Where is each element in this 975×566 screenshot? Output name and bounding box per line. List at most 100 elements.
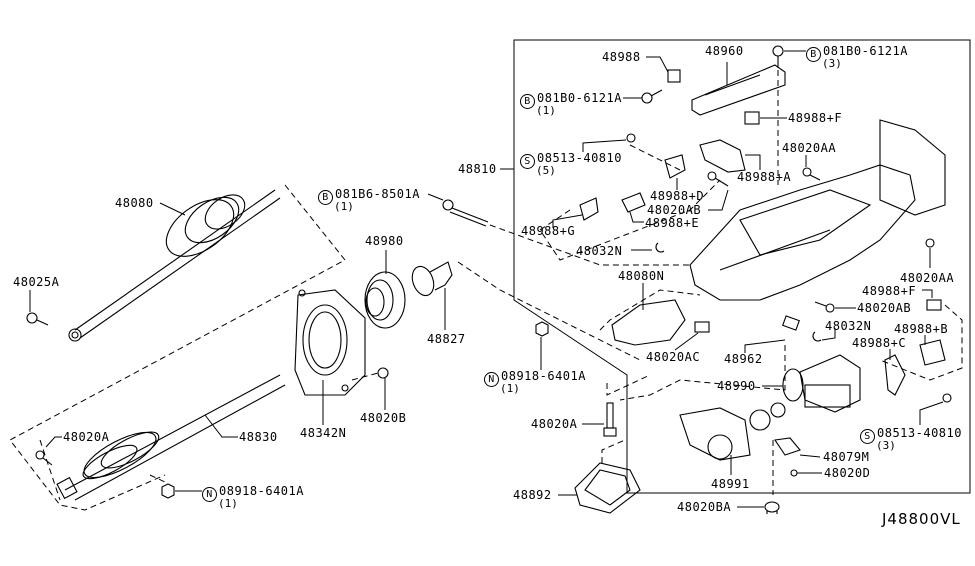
bolt-081B0-left	[641, 89, 663, 104]
bolt-081B6	[442, 199, 489, 227]
part-number: 081B0-6121A	[823, 44, 908, 58]
boot-48980	[364, 271, 406, 329]
leader-48032N-right	[821, 328, 836, 341]
nut-shaft	[161, 483, 175, 499]
shaft-enclosure	[9, 184, 346, 511]
bracket-48988A	[699, 139, 746, 173]
nut-column	[535, 321, 549, 337]
label-48988B: 48988+B	[894, 322, 949, 336]
label-48980: 48980	[365, 234, 404, 248]
nut-48020BA	[764, 501, 780, 514]
clip-48032N-top	[655, 242, 665, 253]
bolt-48020AB-right	[814, 301, 835, 313]
label-48020A-mid: 48020A	[531, 417, 578, 431]
part-number: 081B6-8501A	[335, 187, 420, 201]
screw-08513-3	[942, 393, 952, 403]
bracket-48988D	[664, 154, 686, 179]
bolt-48020AA-right	[925, 238, 935, 248]
clip-48827	[411, 261, 453, 297]
motor-48990	[782, 354, 861, 413]
label-48020AB-right: 48020AB	[857, 301, 912, 315]
label-48020B: 48020B	[360, 411, 407, 425]
label-48020AA-top: 48020AA	[782, 141, 837, 155]
label-48892: 48892	[513, 488, 552, 502]
nut-symbol-icon: N	[484, 372, 499, 387]
cover-48892	[574, 462, 641, 514]
housing-48342N	[294, 289, 366, 396]
bolt-48020A-left	[35, 450, 53, 466]
label-48988C: 48988+C	[852, 336, 907, 350]
label-48988G: 48988+G	[521, 224, 576, 238]
label-48079M: 48079M	[823, 450, 870, 464]
leader-48988E	[629, 211, 644, 223]
label-48988A: 48988+A	[737, 170, 792, 184]
qty-nut-column: (1)	[500, 382, 520, 395]
label-48960: 48960	[705, 44, 744, 58]
steering-column-48810	[689, 119, 946, 301]
bracket-48988F-right	[926, 299, 942, 311]
screw-symbol-icon: S	[520, 154, 535, 169]
label-48020AB-top: 48020AB	[647, 203, 702, 217]
bolt-48020A-mid	[603, 402, 617, 437]
nut-48020B	[377, 367, 389, 379]
bracket-48988	[667, 69, 681, 83]
bolt-symbol-icon: B	[318, 190, 333, 205]
leader-48079M	[799, 454, 821, 458]
qty-screw-3: (3)	[876, 439, 896, 452]
leader-48020AB-top	[708, 189, 729, 211]
bolt-48020AB-top	[707, 171, 729, 187]
leader-48988A	[745, 154, 761, 170]
bracket-48960	[691, 64, 786, 116]
pin-48962	[782, 315, 800, 331]
leader-48988	[646, 56, 669, 73]
leader-bolt-081B6	[427, 193, 444, 201]
part-number: 08918-6401A	[501, 369, 586, 383]
label-48032N-top: 48032N	[576, 244, 623, 258]
intermediate-shaft-48080	[68, 189, 281, 342]
bracket-48988C	[884, 354, 906, 396]
bolt-48020AC	[694, 321, 710, 333]
label-48988F-top: 48988+F	[788, 111, 843, 125]
label-48342N: 48342N	[300, 426, 347, 440]
label-48991: 48991	[711, 477, 750, 491]
qty-screw-5: (5)	[536, 164, 556, 177]
bolt-48020AA-top	[802, 167, 821, 181]
bolt-48025A	[26, 312, 49, 326]
qty-bolt-081B0-left: (1)	[536, 104, 556, 117]
label-48032N-right: 48032N	[825, 319, 872, 333]
qty-nut-shaft: (1)	[218, 497, 238, 510]
screw-08513-5	[626, 133, 636, 143]
bolt-081B0-right	[772, 45, 784, 68]
lower-shaft-48830	[56, 374, 286, 501]
label-48080: 48080	[115, 196, 154, 210]
label-48020A-left: 48020A	[63, 430, 110, 444]
leader-48988F-right	[922, 289, 933, 298]
label-48988E: 48988+E	[645, 216, 700, 230]
part-number: 08918-6401A	[219, 484, 304, 498]
label-48025A: 48025A	[13, 275, 60, 289]
leader-48962	[744, 339, 786, 353]
bolt-symbol-icon: B	[520, 94, 535, 109]
screw-symbol-icon: S	[860, 429, 875, 444]
leader-48080	[159, 202, 186, 216]
nut-symbol-icon: N	[202, 487, 217, 502]
label-48988D: 48988+D	[650, 189, 705, 203]
label-48020BA: 48020BA	[677, 500, 732, 514]
label-48080N: 48080N	[618, 269, 665, 283]
leader-48988G	[552, 214, 583, 228]
leader-screw-5	[582, 139, 627, 152]
qty-bolt-081B6: (1)	[334, 200, 354, 213]
label-48020D: 48020D	[824, 466, 871, 480]
label-48020AC: 48020AC	[646, 350, 701, 364]
leader-48020A-left	[45, 436, 62, 448]
label-48988: 48988	[602, 50, 641, 64]
bracket-48988G	[579, 197, 599, 221]
